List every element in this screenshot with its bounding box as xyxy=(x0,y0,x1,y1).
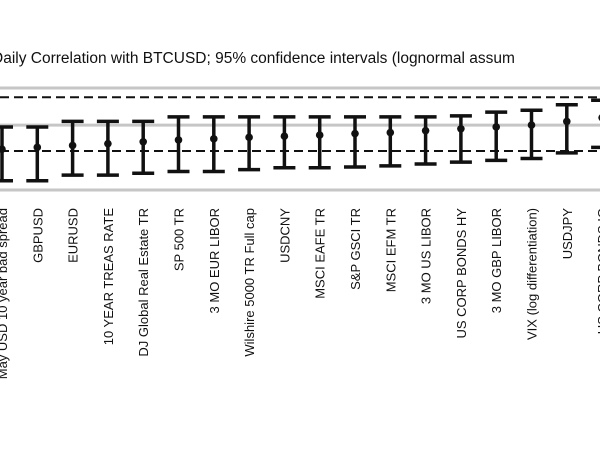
error-bar xyxy=(132,119,155,176)
estimate-point xyxy=(0,145,6,153)
error-bar xyxy=(238,115,261,172)
error-bar xyxy=(485,110,508,163)
estimate-point xyxy=(139,137,147,146)
tick-label: US CORP BONDS HY xyxy=(454,208,469,339)
tick-label: VIX (log differentiation) xyxy=(525,208,540,340)
error-bar xyxy=(96,119,119,177)
error-bar xyxy=(520,108,543,161)
tick-label: 3 MO EUR LIBOR xyxy=(207,208,222,313)
estimate-point xyxy=(174,136,183,144)
tick-label: SP 500 TR xyxy=(172,208,187,271)
error-bar xyxy=(449,114,472,164)
estimate-point xyxy=(457,125,465,133)
tick-label: 10 YEAR TREAS RATE xyxy=(101,208,116,346)
tick-label: GBPUSD xyxy=(30,208,45,263)
error-bar xyxy=(273,115,296,170)
error-bar xyxy=(61,119,84,177)
tick-label: May USD 10 year bad spread xyxy=(0,208,10,379)
estimate-point xyxy=(386,128,395,137)
error-bar xyxy=(26,125,49,183)
tick-label: EURUSD xyxy=(66,208,81,263)
error-bar xyxy=(414,115,437,166)
error-bar xyxy=(344,115,366,169)
tick-label: US CORP BONDS IG xyxy=(595,208,600,334)
estimate-point xyxy=(315,131,324,139)
tick-label: 3 MO US LIBOR xyxy=(419,208,434,304)
estimate-point xyxy=(492,123,501,131)
tick-label: DJ Global Real Estate TR xyxy=(136,208,151,357)
estimate-point xyxy=(280,132,289,141)
chart-title: Daily Correlation with BTCUSD; 95% confi… xyxy=(0,50,515,67)
estimate-point xyxy=(527,121,536,129)
error-bar xyxy=(0,125,13,183)
tick-label: MSCI EFM TR xyxy=(383,208,398,292)
tick-label: MSCI EAFE TR xyxy=(313,208,328,299)
estimate-point xyxy=(210,135,218,143)
tick-label: S&P GSCI TR xyxy=(348,208,363,290)
estimate-point xyxy=(33,143,42,152)
estimate-point xyxy=(245,133,253,142)
error-bar xyxy=(308,115,331,170)
error-bar xyxy=(167,115,190,174)
estimate-point xyxy=(563,117,571,126)
tick-label: USDCNY xyxy=(277,208,292,263)
estimate-point xyxy=(104,139,112,148)
tick-label: 3 MO GBP LIBOR xyxy=(489,208,504,313)
tick-label: Wilshire 5000 TR Full cap xyxy=(242,208,257,357)
error-bar xyxy=(379,115,402,168)
tick-label: USDJPY xyxy=(560,208,575,260)
error-bar xyxy=(555,102,578,155)
estimate-point xyxy=(351,129,359,138)
estimate-point xyxy=(68,141,77,150)
estimate-point xyxy=(421,126,430,135)
error-bar xyxy=(202,115,225,174)
